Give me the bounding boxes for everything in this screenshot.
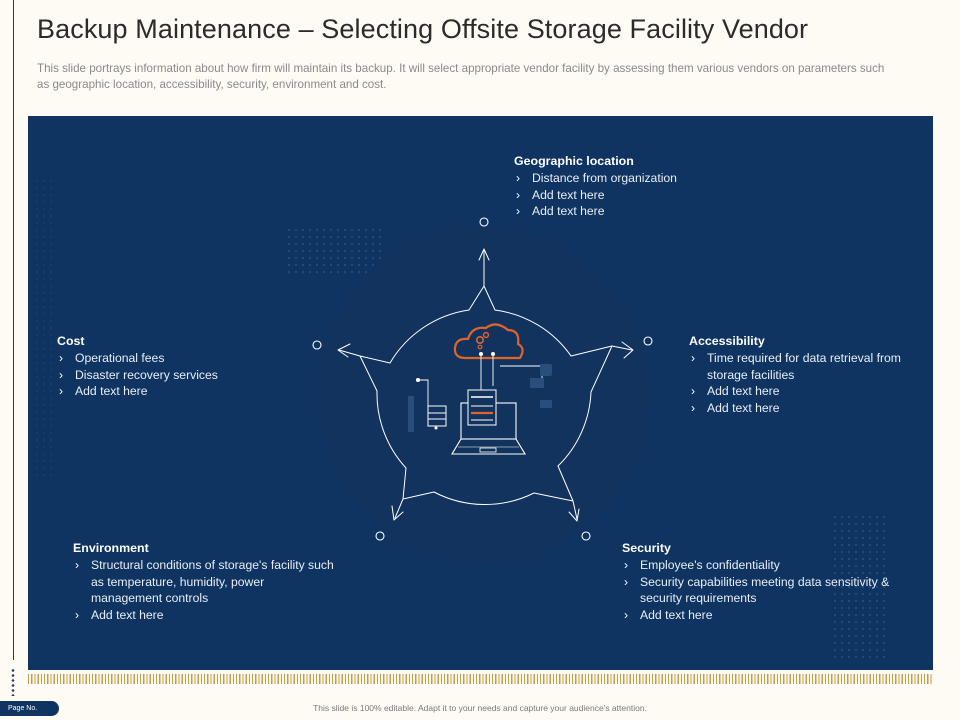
chevron-right-icon: › [59, 384, 64, 399]
chevron-right-icon: › [691, 351, 696, 365]
dot-texture-edge [36, 176, 56, 476]
left-rule [13, 0, 14, 660]
server-icon [427, 405, 447, 430]
chevron-right-icon: › [624, 558, 629, 572]
node-cost [312, 340, 322, 350]
dot-texture-right [830, 511, 890, 661]
param-geographic-title: Geographic location [514, 154, 634, 168]
list-item: ›Add text here [691, 400, 780, 415]
param-geographic: Geographic location ›Distance from organ… [514, 154, 744, 220]
list-item: ›Add text here [516, 204, 605, 219]
list-item: ›Add text here [691, 384, 780, 399]
list-item: ›Add text here [59, 384, 148, 399]
chevron-right-icon: › [691, 400, 696, 415]
cycle-arrows [337, 248, 634, 522]
list-item: ›Add text here [624, 607, 713, 622]
node-security [581, 531, 591, 541]
laptop-icon [451, 389, 526, 455]
list-item: ›Time required for data retrieval from s… [691, 351, 901, 382]
node-environment [375, 531, 385, 541]
param-cost: Cost ›Operational fees ›Disaster recover… [57, 334, 287, 400]
param-cost-title: Cost [57, 334, 85, 348]
list-item: ›Add text here [516, 187, 605, 202]
content-panel: Geographic location ›Distance from organ… [28, 116, 933, 670]
chevron-right-icon: › [691, 384, 696, 399]
slide-title: Backup Maintenance – Selecting Offsite S… [37, 14, 809, 44]
param-environment-title: Environment [73, 541, 149, 555]
param-environment: Environment ›Structural conditions of st… [73, 541, 338, 623]
faint-devices [408, 364, 552, 432]
hatch-divider [28, 674, 933, 684]
param-security-title: Security [622, 541, 671, 555]
chevron-right-icon: › [59, 351, 64, 365]
chevron-right-icon: › [75, 607, 80, 622]
node-geographic [479, 217, 489, 227]
node-markers [312, 217, 653, 541]
chevron-right-icon: › [624, 607, 629, 622]
chevron-right-icon: › [75, 558, 80, 572]
list-item: ›Distance from organization [516, 171, 677, 185]
slide-subtitle: This slide portrays information about ho… [37, 62, 885, 91]
param-accessibility-title: Accessibility [689, 334, 765, 348]
list-item: ›Disaster recovery services [59, 367, 218, 382]
page-number-badge: Page No. [0, 701, 59, 716]
param-accessibility: Accessibility ›Time required for data re… [689, 334, 929, 416]
list-item: ›Structural conditions of storage's faci… [75, 558, 334, 606]
cycle-diagram [36, 176, 890, 661]
param-security: Security ›Employee's confidentiality ›Se… [622, 541, 922, 623]
chevron-right-icon: › [516, 187, 521, 202]
list-item: ›Employee's confidentiality [624, 558, 780, 572]
chevron-right-icon: › [624, 574, 629, 589]
node-accessibility [643, 336, 653, 346]
chevron-right-icon: › [59, 367, 64, 382]
footer-note: This slide is 100% editable. Adapt it to… [313, 703, 647, 713]
list-item: ›Add text here [75, 607, 164, 622]
chevron-right-icon: › [516, 171, 521, 185]
dot-texture-left [286, 228, 381, 276]
list-item: ›Security capabilities meeting data sens… [624, 574, 890, 606]
list-item: ›Operational fees [59, 351, 165, 365]
chevron-right-icon: › [516, 204, 521, 219]
left-dots [11, 668, 15, 696]
